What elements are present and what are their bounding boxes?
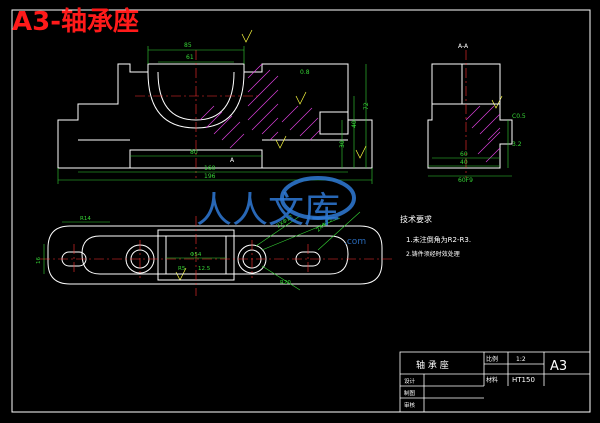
drawing-frame — [11, 9, 591, 413]
front-view-dimensions — [57, 46, 373, 184]
title-block-row: 设计 — [404, 377, 416, 385]
material-value: HT150 — [512, 376, 535, 384]
dim-text: 61 — [186, 54, 194, 61]
side-view-dimensions — [428, 120, 512, 177]
sheet-size: A3 — [550, 359, 567, 374]
dim-text: Φ54 — [190, 252, 202, 258]
side-view-hatch — [465, 105, 501, 163]
watermark-text: 人人文库 — [196, 190, 340, 231]
title-block-row: 审核 — [404, 401, 416, 409]
tech-notes-heading: 技术要求 — [400, 214, 432, 224]
roughness-symbol — [355, 145, 367, 159]
dim-text: 60 — [460, 151, 468, 158]
title-block-frame — [399, 351, 591, 413]
title-block-text: 轴 承 座 比例 1:2 材料 HT150 A3 设计 制图 审核 — [404, 355, 567, 409]
title-block — [399, 351, 591, 413]
dim-line — [261, 217, 341, 251]
dim-text: 16 — [36, 257, 42, 264]
watermark-url: .com — [344, 237, 366, 247]
dim-text: R14 — [80, 216, 91, 222]
view-title: A-A — [458, 43, 469, 50]
front-view-hatch — [199, 63, 321, 149]
part-name: 轴 承 座 — [416, 359, 449, 371]
dim-text: 60F9 — [458, 177, 473, 184]
front-view-dim-text: 85 61 80 160 196 72 40 30 — [184, 42, 370, 180]
side-view-text: A-A 60 40 60F9 C0.5 3.2 — [458, 43, 526, 184]
dim-text: C0.5 — [512, 113, 526, 120]
side-view-outline — [427, 63, 513, 169]
dim-text: 85 — [184, 42, 192, 49]
dim-line — [261, 265, 301, 291]
front-view — [57, 63, 373, 169]
dim-text: 3.2 — [512, 141, 522, 148]
top-view-inner — [81, 235, 349, 275]
roughness-symbol — [295, 91, 307, 105]
title-block-row: 制图 — [404, 389, 416, 397]
hatch-line — [247, 63, 279, 141]
roughness-symbol — [241, 29, 253, 43]
watermark: 人人文库 .com — [196, 176, 366, 247]
dim-text: 40 — [460, 159, 468, 166]
front-view-labels: A 0.8 — [230, 69, 310, 164]
tech-note-item: 1.未注倒角为R2-R3. — [406, 235, 471, 244]
top-view-centerlines — [40, 216, 392, 296]
dim-line — [317, 211, 361, 251]
dim-text: 80 — [190, 149, 198, 156]
front-view-boss — [319, 111, 349, 135]
top-view — [47, 225, 383, 285]
banner-title: A3-轴承座 — [12, 7, 140, 37]
scale-value: 1:2 — [516, 356, 526, 363]
hatch-line — [465, 105, 501, 163]
tech-notes: 技术要求 1.未注倒角为R2-R3. 2.铸件须经时效处理 — [400, 214, 471, 258]
watermark-swoosh — [280, 176, 356, 220]
tech-note-item: 2.铸件须经时效处理 — [406, 250, 460, 258]
roughness-symbol — [275, 135, 287, 149]
scale-label: 比例 — [486, 355, 498, 363]
dim-line — [255, 215, 301, 247]
dim-text: 196 — [204, 173, 216, 180]
dim-text: 12.5 — [198, 266, 211, 272]
roughness-symbols — [175, 29, 503, 281]
dim-text: R20 — [280, 280, 291, 286]
hatch-line — [199, 105, 245, 149]
material-label: 材料 — [486, 376, 498, 384]
top-view-dimensions — [43, 211, 361, 291]
dim-text: 160 — [204, 165, 216, 172]
section-label: A — [230, 157, 235, 164]
dim-text: R5 — [178, 266, 186, 272]
front-view-centerlines — [135, 50, 260, 178]
dim-text: 30 — [339, 140, 346, 148]
top-view-outline — [47, 225, 383, 285]
hatch-line — [281, 105, 321, 141]
tolerance-label: 0.8 — [300, 69, 310, 76]
dim-text: 72 — [363, 102, 370, 110]
dim-text: 40 — [351, 120, 358, 128]
